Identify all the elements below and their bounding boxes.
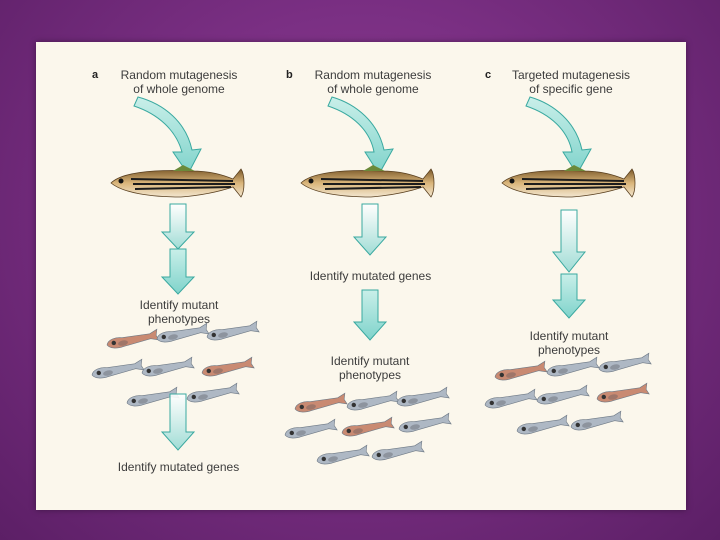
panel-a-step1-line1: Identify mutant [139, 298, 219, 312]
fishB-larva-3 [284, 418, 338, 439]
panel-b-title-line1: Random mutagenesis [314, 68, 432, 82]
fishC-larva-1 [546, 356, 600, 377]
fishC-larva-0 [494, 360, 548, 381]
fishC-larva-5 [596, 382, 650, 403]
panel-c-arrow-2 [551, 273, 587, 319]
panel-a-fish-group [91, 320, 260, 407]
panel-a-title: Random mutagenesis of whole genome [104, 68, 254, 96]
panel-c-label: c [485, 69, 492, 81]
panel-b-graphics [284, 96, 452, 465]
panel-b-title-line2: of whole genome [327, 82, 419, 96]
panel-b-adult-fish [300, 165, 435, 198]
fishB-larva-0 [294, 392, 348, 413]
panel-a-label: a [92, 69, 99, 81]
panel-a-curved-arrow [133, 96, 202, 175]
fishB-larva-1 [346, 390, 400, 411]
panel-a-step1: Identify mutant phenotypes [121, 298, 237, 326]
fishA-larva-4 [141, 356, 195, 377]
fishC-larva-2 [598, 352, 652, 373]
panel-b-step2-line2: phenotypes [338, 368, 402, 382]
panel-a-arrow-2 [160, 248, 196, 295]
fishA-larva-2 [206, 320, 260, 341]
panel-c-graphics [484, 96, 652, 435]
fishA-larva-0 [106, 328, 160, 349]
fishA-larva-1 [156, 322, 210, 343]
panel-c-step1: Identify mutant phenotypes [511, 329, 627, 357]
fishB-larva-4 [341, 416, 395, 437]
panel-c-title-line1: Targeted mutagenesis [511, 68, 631, 82]
fishC-larva-6 [516, 414, 570, 435]
panel-b-step1: Identify mutated genes [309, 269, 432, 283]
panel-b-arrow-1 [352, 203, 388, 256]
panel-a-step2: Identify mutated genes [117, 460, 240, 474]
panel-b-fish-group [284, 386, 452, 465]
panel-a-adult-fish [110, 165, 245, 198]
panel-c-arrow-1 [551, 209, 587, 273]
panel-a-arrow-1 [160, 203, 196, 250]
panel-b-label: b [286, 69, 293, 81]
panel-c-title: Targeted mutagenesis of specific gene [496, 68, 646, 96]
fishA-larva-5 [201, 356, 255, 377]
fishB-larva-7 [371, 440, 425, 461]
panel-b-curved-arrow [327, 96, 394, 175]
panel-b-step2-line1: Identify mutant [330, 354, 410, 368]
fishB-larva-2 [396, 386, 450, 407]
panel-c-step1-line2: phenotypes [537, 343, 601, 357]
panel-c-fish-group [484, 352, 652, 435]
panel-c-title-line2: of specific gene [529, 82, 613, 96]
fishC-larva-7 [570, 410, 624, 431]
panel-b-title: Random mutagenesis of whole genome [298, 68, 448, 96]
panel-c-adult-fish [501, 165, 636, 198]
fishA-larva-7 [186, 382, 240, 403]
fishC-larva-3 [484, 388, 538, 409]
panel-a-title-line2: of whole genome [133, 82, 225, 96]
panel-a-step1-line2: phenotypes [147, 312, 211, 326]
fishA-larva-6 [126, 386, 180, 407]
diagram-artwork [91, 96, 652, 465]
fishB-larva-6 [316, 444, 370, 465]
panel-c-step1-line1: Identify mutant [529, 329, 609, 343]
figure-panel: a Random mutagenesis of whole genome Ide… [36, 42, 686, 510]
fishA-larva-3 [91, 358, 145, 379]
panel-c-curved-arrow [525, 96, 592, 175]
panel-a-graphics [91, 96, 260, 451]
panel-b-arrow-2 [352, 289, 388, 341]
fishB-larva-5 [398, 412, 452, 433]
fishC-larva-4 [536, 384, 590, 405]
panel-a-title-line1: Random mutagenesis [120, 68, 238, 82]
panel-b-step2: Identify mutant phenotypes [312, 354, 428, 382]
panel-a-arrow-3 [160, 393, 196, 451]
